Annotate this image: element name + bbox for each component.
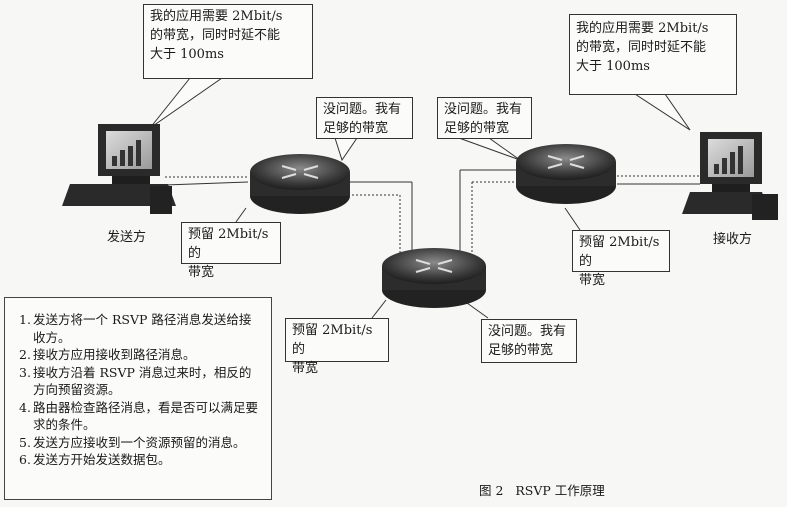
sender-request-callout: 我的应用需要 2Mbit/s 的带宽，同时时延不能 大于 100ms (143, 4, 313, 79)
callout-tails (149, 77, 691, 162)
sender-computer-icon (62, 124, 176, 214)
list-item: 3.接收方沿着 RSVP 消息过来时，相反的方向预留资源。 (19, 364, 263, 399)
step-number: 1. (19, 312, 31, 327)
router-right-reserve: 预留 2Mbit/s 的 带宽 (572, 230, 670, 288)
step-number: 5. (19, 434, 31, 450)
receiver-computer-icon (682, 132, 778, 220)
step-number: 6. (19, 452, 31, 467)
router-left-icon (250, 154, 350, 214)
router-bottom-reply: 没问题。我有 足够的带宽 (481, 319, 577, 363)
steps-list: 1.发送方将一个 RSVP 路径消息发送给接收方。 2.接收方应用接收到路径消息… (19, 311, 263, 469)
router-left-reply: 没问题。我有 足够的带宽 (316, 97, 413, 139)
router-left-reserve: 预留 2Mbit/s 的 带宽 (181, 222, 281, 280)
router-right-reply: 没问题。我有 足够的带宽 (437, 97, 532, 139)
step-number: 4. (19, 399, 31, 415)
router-right-icon (516, 144, 616, 204)
step-number: 3. (19, 364, 31, 380)
step-text: 发送方应接收到一个资源预留的消息。 (33, 434, 246, 450)
router-bottom-reserve: 预留 2Mbit/s 的 带宽 (285, 318, 389, 376)
list-item: 5.发送方应接收到一个资源预留的消息。 (19, 434, 263, 452)
link-lines (164, 169, 700, 319)
step-text: 发送方开始发送数据包。 (33, 452, 171, 467)
steps-box: 1.发送方将一个 RSVP 路径消息发送给接收方。 2.接收方应用接收到路径消息… (4, 297, 272, 500)
step-number: 2. (19, 347, 31, 362)
figure-caption: 图 2 RSVP 工作原理 (479, 483, 605, 498)
sender-label: 发送方 (107, 230, 147, 245)
list-item: 2.接收方应用接收到路径消息。 (19, 346, 263, 364)
step-text: 接收方沿着 RSVP 消息过来时，相反的方向预留资源。 (33, 364, 252, 398)
step-text: 路由器检查路径消息，看是否可以满足要求的条件。 (33, 399, 259, 433)
step-text: 接收方应用接收到路径消息。 (33, 347, 196, 362)
list-item: 4.路由器检查路径消息，看是否可以满足要求的条件。 (19, 399, 263, 434)
router-bottom-icon (382, 248, 486, 308)
receiver-label: 接收方 (713, 232, 753, 247)
list-item: 6.发送方开始发送数据包。 (19, 451, 263, 469)
list-item: 1.发送方将一个 RSVP 路径消息发送给接收方。 (19, 311, 263, 346)
receiver-request-callout: 我的应用需要 2Mbit/s 的带宽，同时时延不能 大于 100ms (569, 14, 737, 95)
step-text: 发送方将一个 RSVP 路径消息发送给接收方。 (33, 312, 252, 345)
